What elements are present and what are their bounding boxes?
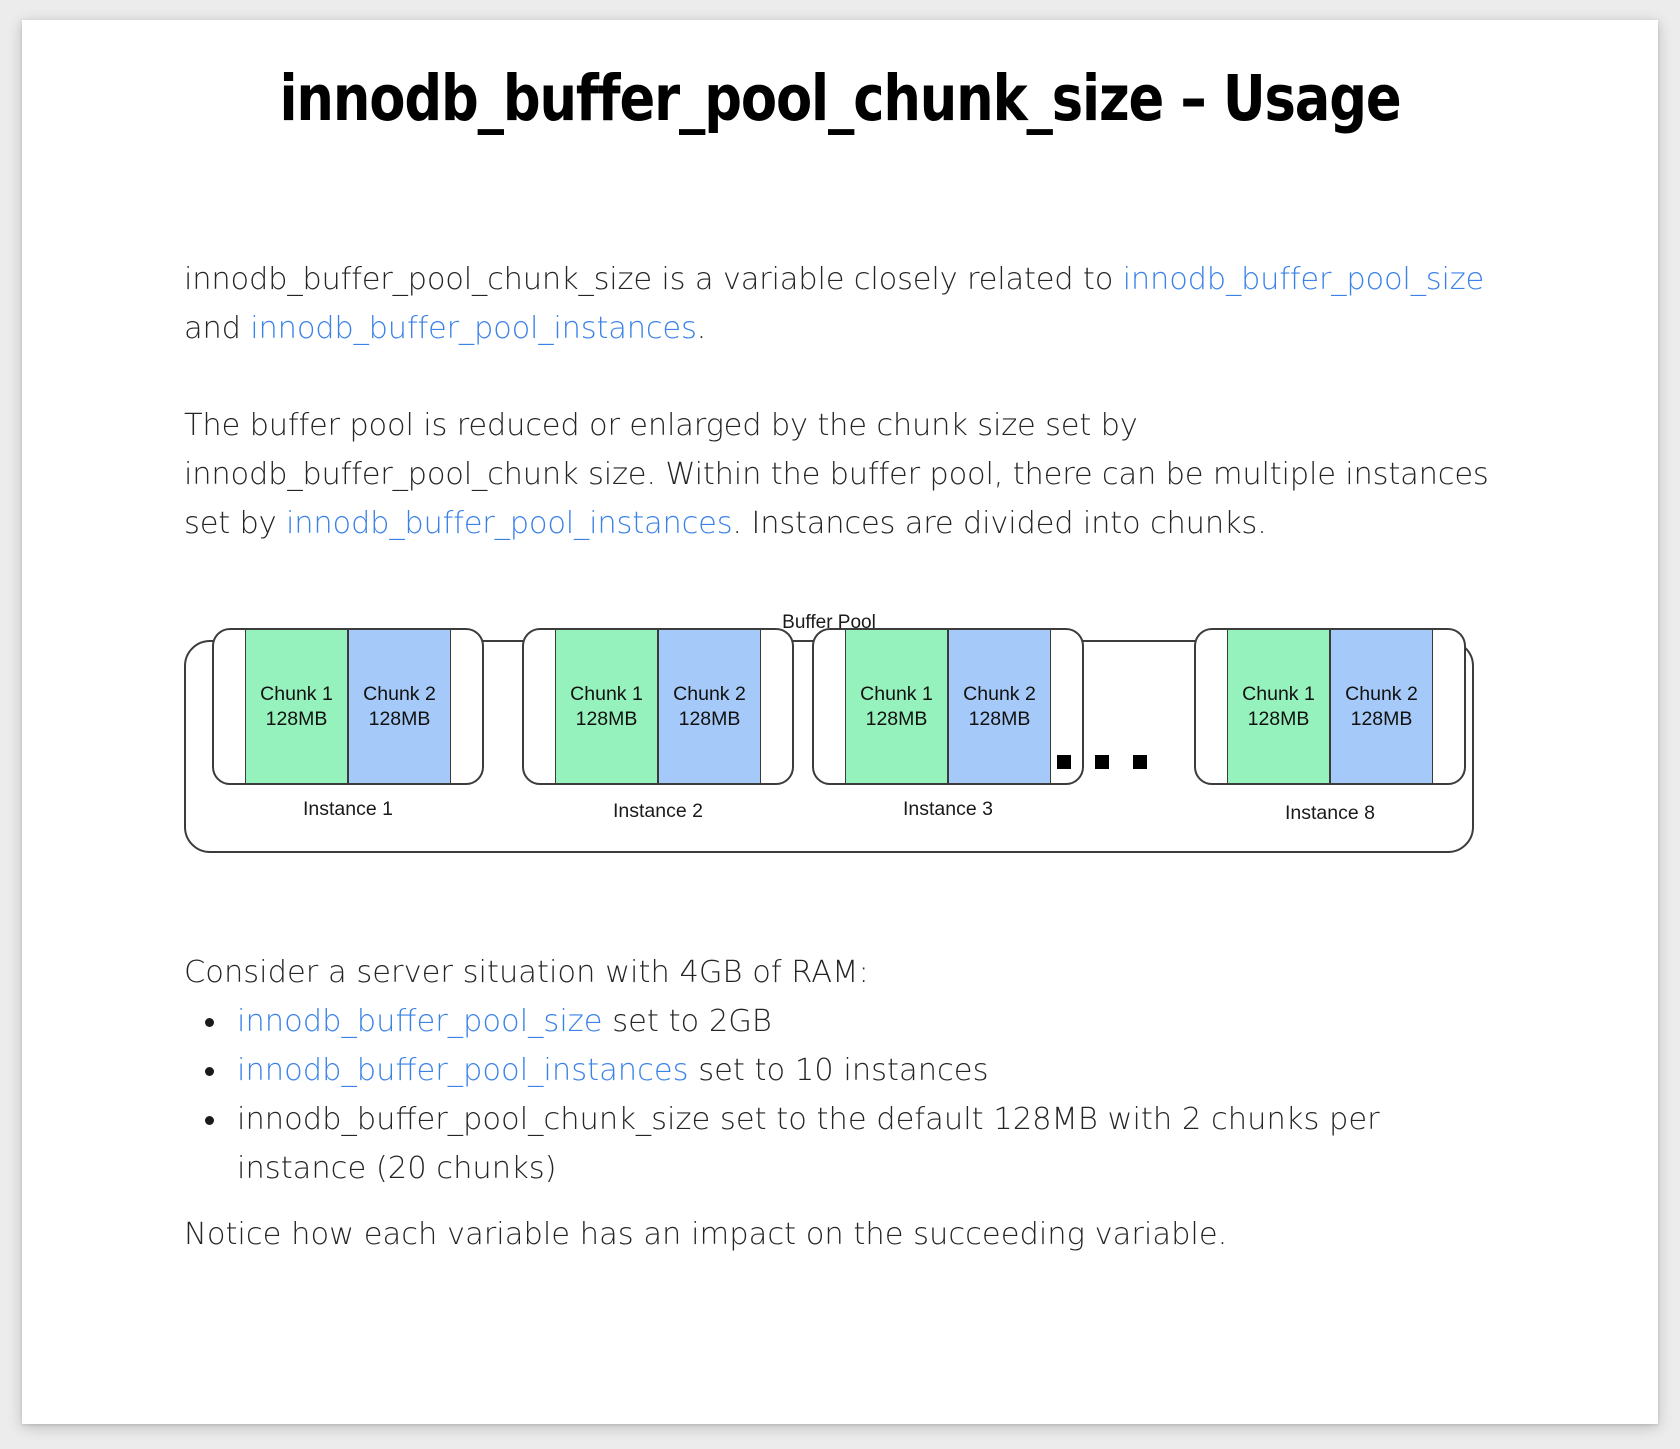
page-title: innodb_buffer_pool_chunk_size – Usage [279,62,1401,135]
ellipsis-icon [1057,755,1147,769]
chunk-name: Chunk 2 [363,682,436,705]
chunk-name: Chunk 2 [963,682,1036,705]
chunk-size: 128MB [1350,707,1413,730]
link-innodb-buffer-pool-instances-2[interactable]: innodb_buffer_pool_instances [286,506,733,541]
instance-padding [451,630,477,783]
description-text-2: . Instances are divided into chunks. [732,506,1267,541]
instance-label: Instance 1 [303,798,393,820]
document-content: innodb_buffer_pool_chunk_size is a varia… [184,255,1504,1252]
description-text-1: The buffer pool is reduced or enlarged b… [184,408,1489,541]
chunk-size: 128MB [865,707,928,730]
list-item-text: set to 2GB [602,1004,772,1039]
instance-label: Instance 2 [613,800,703,822]
intro-text-2: and [184,311,251,346]
instance-padding [761,630,787,783]
instance-padding [219,630,245,783]
buffer-pool-caption: Buffer Pool [782,612,876,633]
intro-text-3: . [696,311,707,346]
instance-label: Instance 8 [1285,802,1375,824]
chunk-size: 128MB [1247,707,1310,730]
ellipsis-dot [1057,755,1071,769]
link-innodb-buffer-pool-instances[interactable]: innodb_buffer_pool_instances [250,311,697,346]
chunk-name: Chunk 1 [860,682,933,705]
list-item-link[interactable]: innodb_buffer_pool_size [237,1004,603,1039]
chunk-size: 128MB [575,707,638,730]
chunk-name: Chunk 1 [260,682,333,705]
ellipsis-dot [1095,755,1109,769]
document-card: innodb_buffer_pool_chunk_size – Usage in… [22,20,1658,1424]
chunk-name: Chunk 2 [673,682,746,705]
chunk-size: 128MB [265,707,328,730]
list-item-text: set to 10 instances [688,1053,989,1088]
instance-padding [819,630,845,783]
instance-label: Instance 3 [903,798,993,820]
chunk-size: 128MB [678,707,741,730]
instance-padding [529,630,555,783]
chunk-name: Chunk 1 [570,682,643,705]
instance-padding [1201,630,1227,783]
chunk-size: 128MB [968,707,1031,730]
instance-padding [1433,630,1459,783]
chunk-name: Chunk 1 [1242,682,1315,705]
list-lead-in: Consider a server situation with 4GB of … [184,955,869,990]
ellipsis-dot [1133,755,1147,769]
chunk-name: Chunk 2 [1345,682,1418,705]
chunk-size: 128MB [368,707,431,730]
list-item-link[interactable]: innodb_buffer_pool_instances [237,1053,689,1088]
link-innodb-buffer-pool-size[interactable]: innodb_buffer_pool_size [1122,262,1485,297]
list-item: innodb_buffer_pool_chunk_size set to the… [205,1095,1504,1193]
list-item: innodb_buffer_pool_size set to 2GB [205,997,1504,1046]
intro-text-1: innodb_buffer_pool_chunk_size is a varia… [184,262,1123,297]
closing-paragraph: Notice how each variable has an impact o… [184,1217,1228,1252]
description-paragraph: The buffer pool is reduced or enlarged b… [184,401,1504,548]
intro-paragraph: innodb_buffer_pool_chunk_size is a varia… [184,255,1504,353]
list-item-text: innodb_buffer_pool_chunk_size set to the… [237,1102,1380,1186]
list-item: innodb_buffer_pool_instances set to 10 i… [205,1046,1504,1095]
